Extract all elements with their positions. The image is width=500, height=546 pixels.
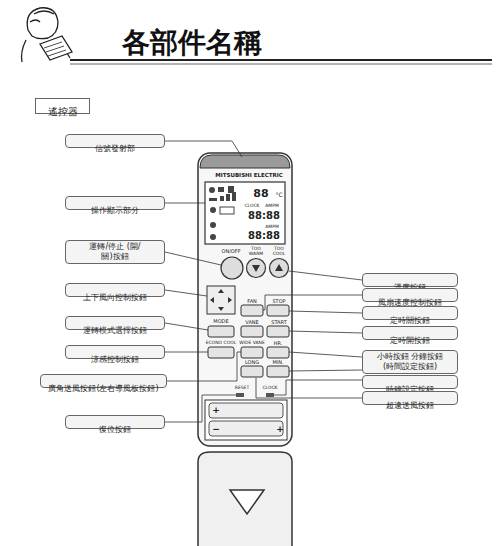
reader-figure — [22, 8, 73, 62]
clock-hole — [266, 393, 274, 397]
page-title: 各部件名稱 — [122, 24, 262, 62]
arrow-glyph — [252, 264, 283, 272]
header-rule — [70, 59, 492, 61]
part-label: AMPM — [265, 204, 279, 209]
callout-text: 信號發射部 — [95, 144, 135, 154]
remote-body — [198, 153, 292, 446]
part-label: TOO WARM — [247, 247, 265, 256]
part-label: CLOCK — [244, 204, 259, 209]
display-panel — [205, 182, 285, 244]
part-label: LONG — [245, 360, 259, 365]
callout-box: 超遠送風按鈕 — [362, 391, 458, 405]
part-label: STOP — [272, 299, 285, 304]
callout-box: 信號發射部 — [65, 134, 165, 148]
part-label: °C — [275, 192, 282, 198]
part-label: + — [276, 425, 284, 434]
callout-box: 涼感控制按鈕 — [65, 345, 165, 359]
callout-box: 時鐘設定按鈕 — [362, 375, 458, 389]
part-label: 88:88 — [248, 211, 280, 221]
part-label: RESET — [235, 386, 249, 391]
part-label: + — [212, 406, 220, 415]
callout-text: 運轉模式選擇按鈕 — [83, 326, 147, 336]
part-label: − — [212, 425, 220, 434]
part-label: MITSUBISHI ELECTRIC — [215, 173, 283, 179]
part-label: TOO COOL — [270, 247, 288, 256]
part-label: VANE — [245, 320, 258, 325]
callout-text: 操作顯示部分 — [91, 206, 139, 216]
callout-text: 上下風向控制按鈕 — [83, 293, 147, 303]
vane-pad — [207, 286, 235, 314]
callout-box: 上下風向控制按鈕 — [65, 283, 165, 297]
part-label: HR. — [274, 341, 283, 346]
callout-box: 操作顯示部分 — [65, 196, 165, 210]
part-label: CLOCK — [262, 386, 277, 391]
callout-box: 復位按鈕 — [65, 415, 165, 429]
callout-text: 復位按鈕 — [99, 425, 131, 435]
callout-box: 運轉模式選擇按鈕 — [65, 316, 165, 330]
section-heading: 遙控器 — [35, 98, 90, 114]
callout-text: 運轉/停止 (開/關)按鈕 — [86, 242, 144, 261]
part-label: ECONO COOL — [206, 341, 237, 346]
callout-text: 定時關按鈕 — [390, 316, 430, 326]
callout-box: 風扇速度控制按鈕 — [362, 288, 458, 302]
battery-cover — [198, 452, 292, 546]
battery — [209, 421, 283, 436]
battery-compartment — [205, 400, 287, 440]
callout-box: 小時按鈕 分鐘按鈕 (時間設定按鈕) — [362, 350, 458, 374]
part-label: FAN — [247, 299, 257, 304]
leader-lines — [165, 141, 362, 422]
callout-box: 運轉/停止 (開/關)按鈕 — [65, 240, 165, 264]
callout-box: 溫度按鈕 — [362, 273, 458, 287]
battery — [209, 403, 283, 418]
part-label: 88:88 — [248, 231, 280, 241]
callout-box: 定時開按鈕 — [362, 326, 458, 340]
slide-arrow — [230, 490, 264, 514]
part-label: 88 — [253, 188, 268, 199]
callout-box: 定時關按鈕 — [362, 306, 458, 320]
part-label: MODE — [213, 319, 228, 324]
callout-text: 涼感控制按鈕 — [91, 355, 139, 365]
display-icons — [209, 186, 236, 240]
part-label: START — [271, 320, 286, 325]
callout-text: 超遠送風按鈕 — [386, 401, 434, 411]
callout-text: 小時按鈕 分鐘按鈕 (時間設定按鈕) — [372, 352, 448, 371]
reset-hole — [236, 393, 244, 397]
arrow-glyph — [210, 289, 232, 311]
part-label: ON/OFF — [221, 249, 240, 254]
callout-text: 遙控器 — [48, 106, 78, 118]
part-label: AMPM — [265, 225, 279, 230]
header-rule — [70, 64, 492, 65]
callout-text: 定時開按鈕 — [390, 336, 430, 346]
part-label: WIDE VANE — [239, 341, 265, 346]
part-label: MIN. — [272, 360, 283, 365]
onoff-button — [221, 257, 243, 279]
signal-emitter — [200, 155, 290, 168]
callout-text: 廣角送風按鈕(左右導風板按鈕) — [48, 384, 158, 394]
callout-box: 廣角送風按鈕(左右導風板按鈕) — [40, 374, 167, 388]
